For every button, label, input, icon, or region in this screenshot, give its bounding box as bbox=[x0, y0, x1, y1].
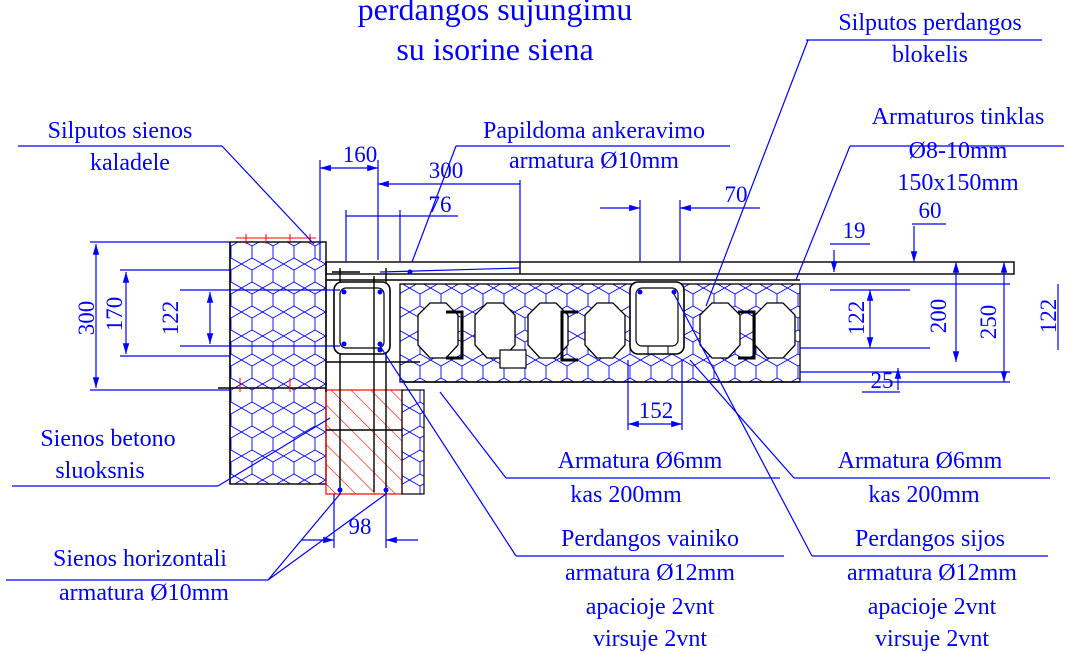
dim-160: 160 bbox=[343, 142, 378, 167]
dim-300-top: 300 bbox=[429, 158, 464, 183]
callout-line: Papildoma ankeravimo bbox=[483, 118, 705, 144]
callout-line: 150x150mm bbox=[897, 170, 1019, 196]
callout-sienos-horizontali: Sienos horizontali armatura Ø10mm bbox=[53, 546, 229, 606]
callout-line: Armatura Ø6mm bbox=[838, 448, 1003, 474]
title-line-1: perdangos sujungimu bbox=[358, 0, 633, 27]
callout-line: kas 200mm bbox=[868, 482, 980, 508]
dim-200: 200 bbox=[926, 299, 951, 334]
slab-blocks bbox=[417, 302, 796, 369]
dim-19: 19 bbox=[843, 218, 866, 243]
callout-line: Perdangos vainiko bbox=[561, 526, 739, 552]
dim-98: 98 bbox=[349, 514, 372, 539]
dim-250: 250 bbox=[976, 305, 1001, 340]
callout-line: armatura Ø12mm bbox=[565, 560, 735, 586]
dimension-lines bbox=[90, 160, 1059, 548]
dim-170: 170 bbox=[102, 297, 127, 332]
callout-silputos-perdangos: Silputos perdangos blokelis bbox=[838, 10, 1021, 68]
callout-perdangos-sijos: Perdangos sijos armatura Ø12mm apacioje … bbox=[847, 526, 1017, 652]
callout-line: blokelis bbox=[892, 42, 968, 68]
dim-122-left: 122 bbox=[158, 301, 183, 336]
callout-armatura-right: Armatura Ø6mm kas 200mm bbox=[838, 448, 1003, 508]
callout-line: kas 200mm bbox=[570, 482, 682, 508]
callout-line: armatura Ø10mm bbox=[509, 148, 679, 174]
leader-lines bbox=[6, 39, 1064, 581]
dim-25: 25 bbox=[871, 368, 894, 393]
callout-line: apacioje 2vnt bbox=[868, 594, 997, 620]
ring-beam bbox=[333, 281, 391, 355]
callout-silputos-sienos: Silputos sienos kaladele bbox=[48, 118, 193, 176]
callout-line: Armaturos tinklas bbox=[872, 104, 1045, 130]
callout-line: Armatura Ø6mm bbox=[558, 448, 723, 474]
callout-line: sluoksnis bbox=[55, 458, 144, 484]
callout-line: Sienos betono bbox=[40, 426, 175, 452]
wall-block bbox=[218, 234, 327, 485]
callout-line: armatura Ø12mm bbox=[847, 560, 1017, 586]
dim-122-mid: 122 bbox=[844, 301, 869, 336]
callout-line: Silputos sienos bbox=[48, 118, 193, 144]
anchor-rebar bbox=[332, 267, 521, 493]
callout-papildoma: Papildoma ankeravimo armatura Ø10mm bbox=[483, 118, 705, 174]
callout-line: apacioje 2vnt bbox=[586, 594, 715, 620]
dim-70: 70 bbox=[725, 182, 748, 207]
callout-armaturos-tinklas: Armaturos tinklas Ø8-10mm 150x150mm bbox=[872, 104, 1045, 196]
callout-line: virsuje 2vnt bbox=[593, 626, 707, 652]
dim-122-right: 122 bbox=[1036, 299, 1061, 334]
callout-perdangos-vainiko: Perdangos vainiko armatura Ø12mm apacioj… bbox=[561, 526, 739, 652]
slab-joist bbox=[629, 281, 685, 355]
callout-line: kaladele bbox=[90, 150, 170, 176]
callout-armatura-left: Armatura Ø6mm kas 200mm bbox=[558, 448, 723, 508]
dim-76: 76 bbox=[429, 192, 452, 217]
dim-300-left: 300 bbox=[74, 301, 99, 336]
callout-line: Perdangos sijos bbox=[855, 526, 1005, 552]
callout-line: Silputos perdangos bbox=[838, 10, 1021, 36]
title-line-2: su isorine siena bbox=[396, 31, 593, 67]
callout-line: armatura Ø10mm bbox=[59, 580, 229, 606]
callout-line: Ø8-10mm bbox=[909, 138, 1008, 164]
dimension-labels: 160 300 76 70 19 60 25 152 98 300 170 12… bbox=[74, 142, 1061, 539]
dim-152: 152 bbox=[639, 398, 674, 423]
callout-line: virsuje 2vnt bbox=[875, 626, 989, 652]
callout-line: Sienos horizontali bbox=[53, 546, 227, 572]
dim-60: 60 bbox=[919, 198, 942, 223]
callout-sienos-betono: Sienos betono sluoksnis bbox=[40, 426, 175, 484]
